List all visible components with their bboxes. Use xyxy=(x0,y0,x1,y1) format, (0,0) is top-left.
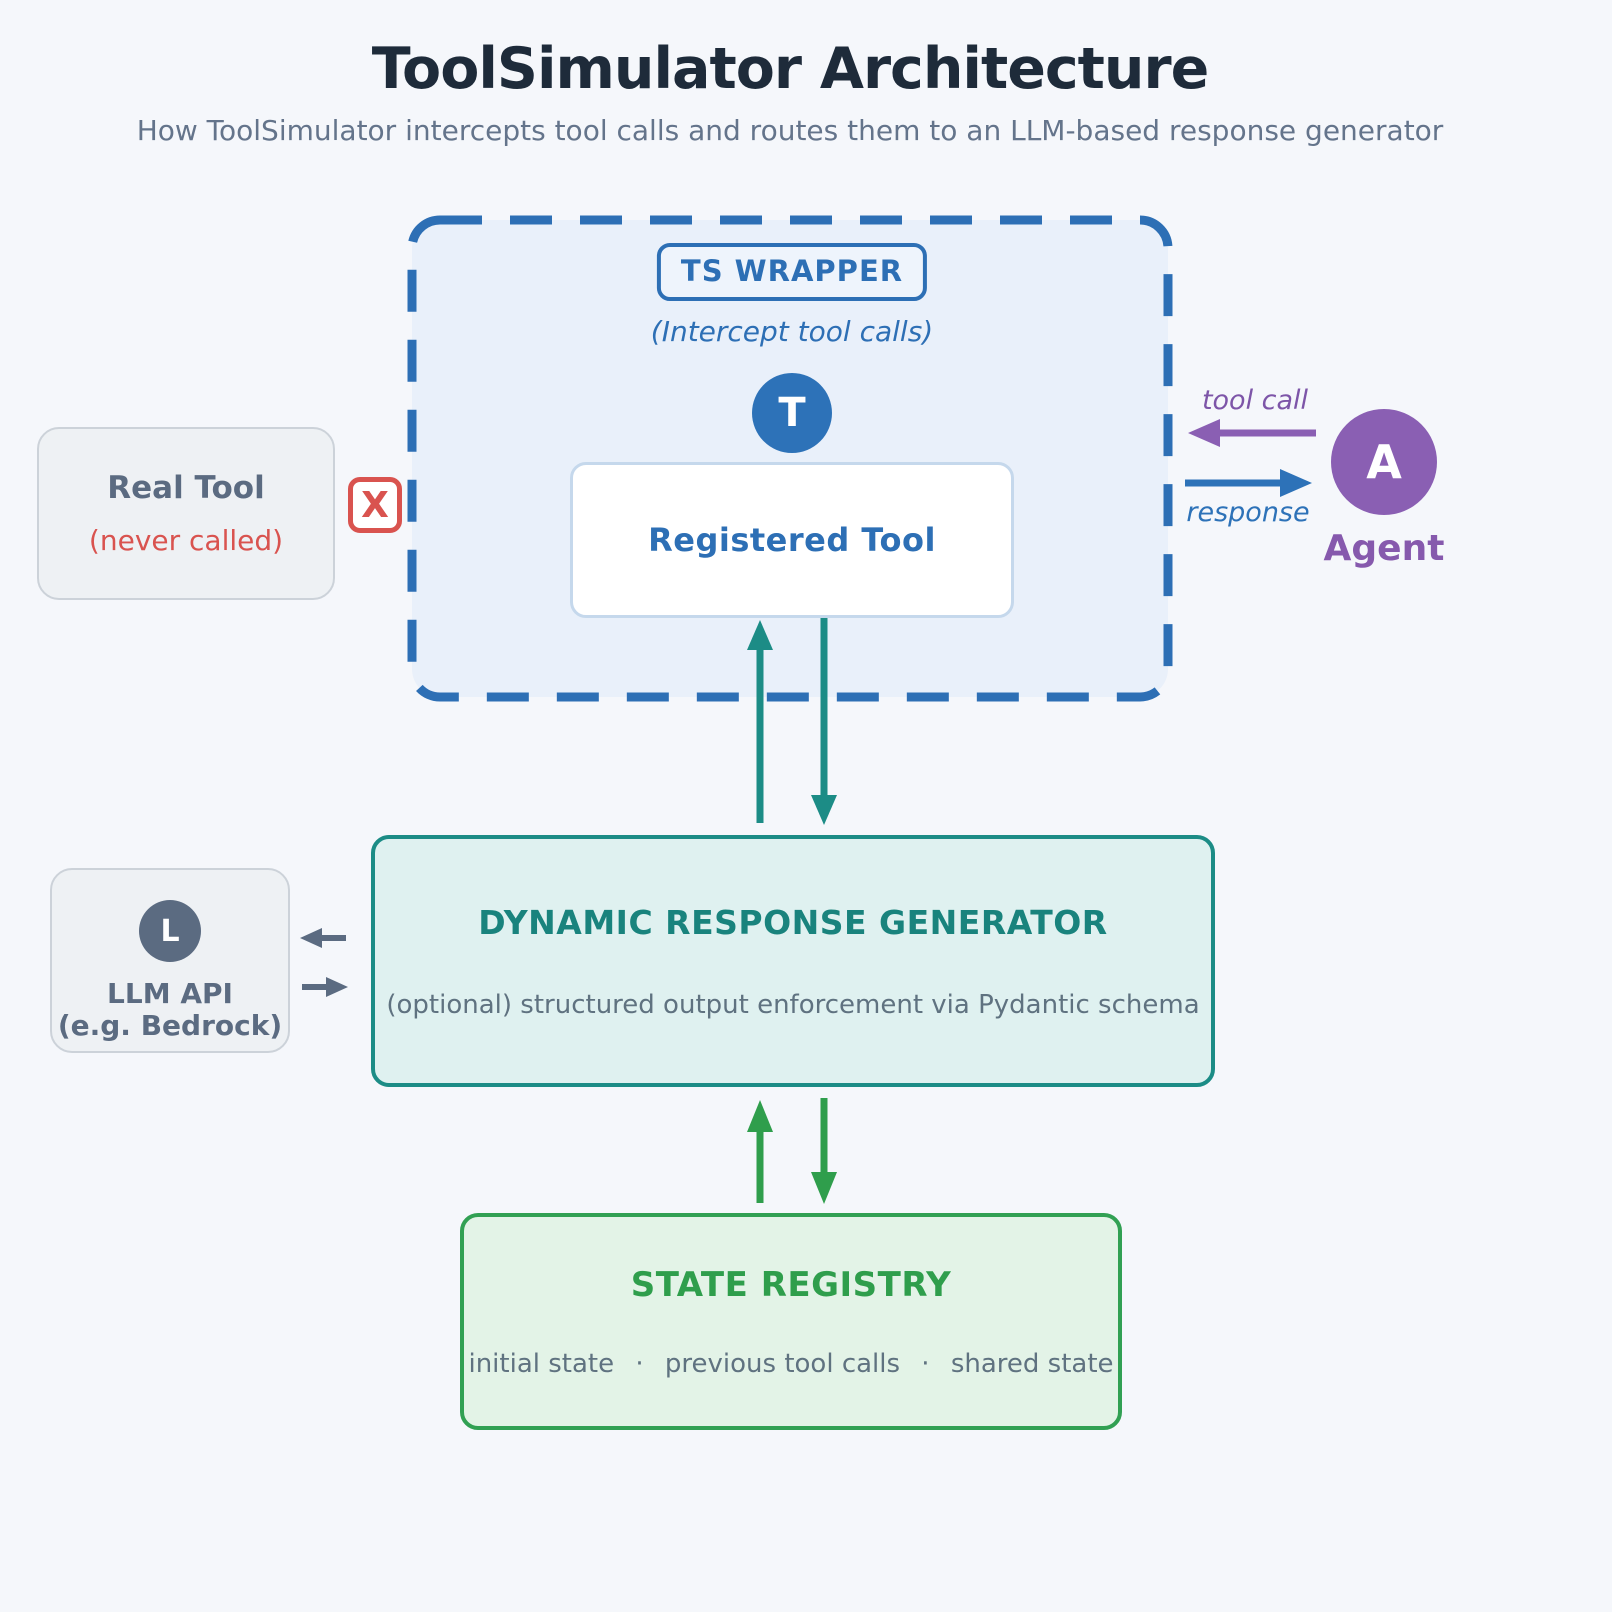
llm-badge-icon: L xyxy=(139,900,201,962)
wrapper-generator-up-arrow xyxy=(747,620,773,823)
agent-label: Agent xyxy=(1323,528,1445,569)
real-tool-box: Real Tool (never called) xyxy=(37,427,335,600)
llm-api-box: L LLM API (e.g. Bedrock) xyxy=(50,868,290,1053)
page-subtitle: How ToolSimulator intercepts tool calls … xyxy=(136,114,1444,147)
page-title: ToolSimulator Architecture xyxy=(371,36,1210,102)
llm-title: LLM API xyxy=(107,977,233,1010)
registry-title: STATE REGISTRY xyxy=(630,1264,952,1305)
registered-tool-box: Registered Tool xyxy=(570,462,1014,618)
tool-call-label: tool call xyxy=(1201,385,1309,416)
wrapper-generator-down-arrow xyxy=(811,618,837,825)
generator-registry-up-arrow xyxy=(747,1100,773,1203)
agent-badge-icon: A xyxy=(1331,409,1437,515)
llm-generator-arrow xyxy=(302,977,348,997)
ts-wrapper-note: (Intercept tool calls) xyxy=(650,315,934,348)
llm-subtitle: (e.g. Bedrock) xyxy=(57,1009,283,1043)
state-registry-box: STATE REGISTRY initial state · previous … xyxy=(460,1213,1122,1430)
response-arrow xyxy=(1185,469,1312,497)
tool-call-arrow xyxy=(1188,419,1316,447)
registry-note: initial state · previous tool calls · sh… xyxy=(468,1348,1114,1379)
real-tool-title: Real Tool xyxy=(107,470,265,506)
real-tool-note: (never called) xyxy=(88,524,284,557)
generator-title: DYNAMIC RESPONSE GENERATOR xyxy=(478,902,1108,942)
generator-note: (optional) structured output enforcement… xyxy=(386,989,1200,1020)
dynamic-response-generator-box: DYNAMIC RESPONSE GENERATOR (optional) st… xyxy=(371,835,1215,1087)
generator-llm-arrow xyxy=(300,928,346,948)
generator-registry-down-arrow xyxy=(811,1098,837,1204)
tool-badge-icon: T xyxy=(752,373,832,453)
response-label: response xyxy=(1186,497,1310,528)
blocked-x-icon: X xyxy=(348,477,402,533)
ts-wrapper-label: TS WRAPPER xyxy=(656,243,928,301)
registered-tool-label: Registered Tool xyxy=(648,521,936,559)
